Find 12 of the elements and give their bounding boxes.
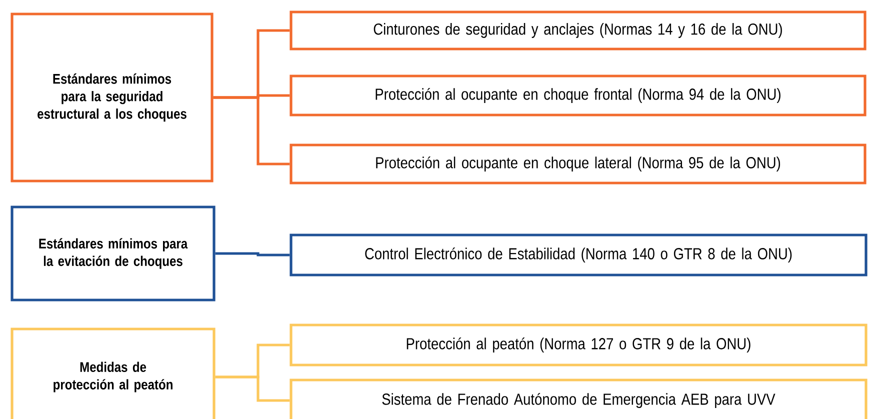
standard-box: Control Electrónico de Estabilidad (Norma 140 o GTR 8 de la ONU) xyxy=(290,234,868,276)
category-box: Medidas de protección al peatón xyxy=(10,328,216,419)
connector-line xyxy=(215,376,290,402)
category-box: Estándares mínimos para la evitación de choques xyxy=(10,206,216,302)
category-box: Estándares mínimos para la seguridad estructural a los choques xyxy=(10,12,214,182)
standard-box: Protección al ocupante en choque frontal (Norma 94 de la ONU) xyxy=(290,74,866,116)
standard-box: Protección al ocupante en choque lateral (Norma 95 de la ONU) xyxy=(290,144,866,184)
standard-box: Sistema de Frenado Autónomo de Emergencia AEB para UVV xyxy=(290,378,868,419)
connector-line xyxy=(215,252,290,256)
standard-box: Protección al peatón (Norma 127 o GTR 9 de la ONU) xyxy=(290,324,868,366)
standard-box: Cinturones de seguridad y anclajes (Normas 14 y 16 de la ONU) xyxy=(290,10,866,50)
connector-line xyxy=(213,96,290,166)
